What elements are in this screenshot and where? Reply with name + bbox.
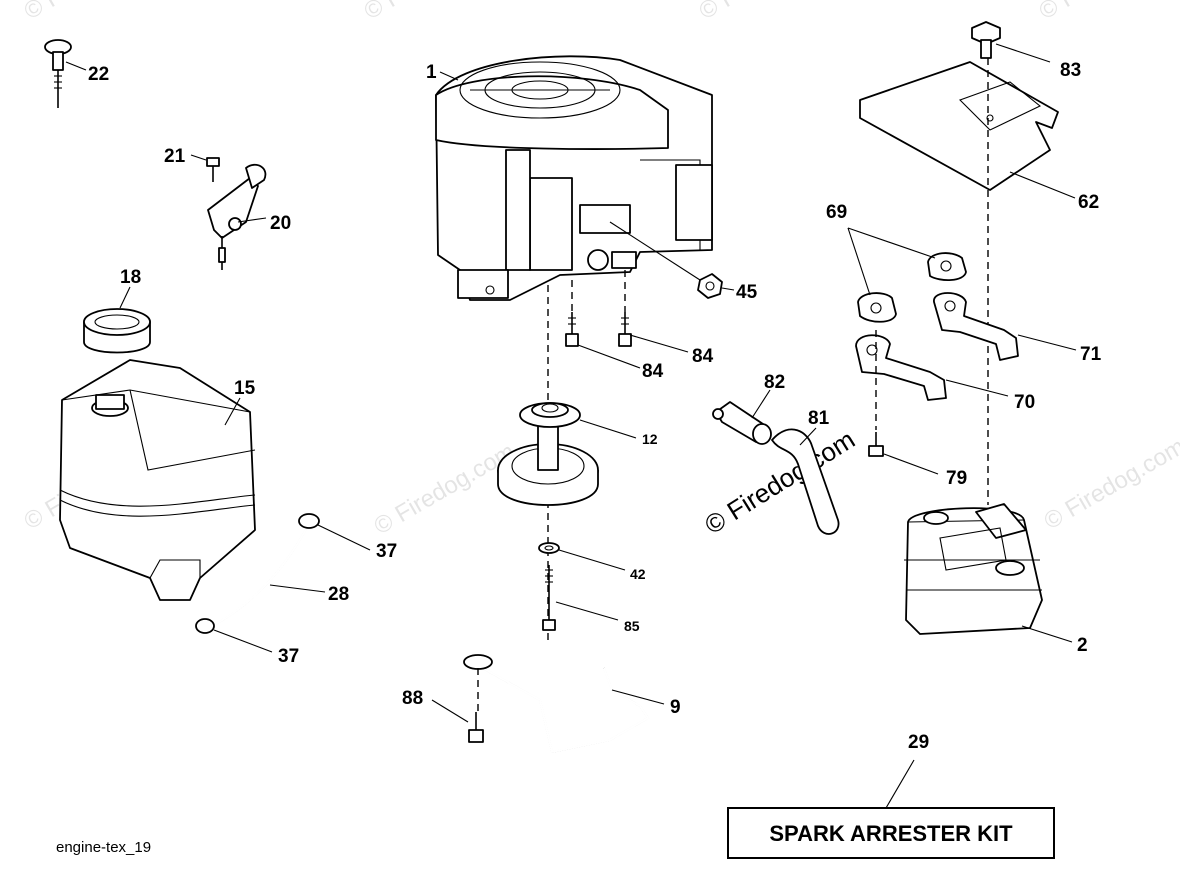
leader-line	[721, 287, 735, 291]
part-82-fitting[interactable]	[712, 401, 772, 445]
part-69-gasket-a[interactable]	[927, 252, 967, 281]
part-83-bolt[interactable]	[971, 21, 1001, 59]
watermark-text: © Firedog.com	[20, 0, 170, 25]
leader-line	[190, 154, 207, 161]
leader-line	[1021, 625, 1073, 643]
leader-line	[317, 524, 371, 551]
callout-18: 18	[120, 267, 141, 288]
part-81-hose[interactable]	[771, 428, 840, 535]
part-18-fuel-cap[interactable]	[83, 308, 151, 354]
leader-line	[945, 379, 1009, 397]
spark-arrester-kit-box	[727, 807, 1055, 859]
part-22-plug[interactable]	[44, 39, 72, 108]
leader-line	[577, 344, 641, 369]
leader-line	[439, 71, 459, 81]
callout-1: 1	[426, 62, 437, 83]
leader-line	[224, 397, 241, 426]
leader-line	[885, 759, 915, 809]
part-84-bolt-left[interactable]	[565, 312, 579, 347]
watermark-text: © Firedog.com	[360, 0, 510, 25]
watermark-text: © Firedog.com	[1035, 0, 1180, 25]
leader-line	[237, 217, 267, 223]
part-84-bolt-right[interactable]	[618, 312, 632, 347]
part-45-nut[interactable]	[697, 273, 723, 299]
callout-42: 42	[630, 566, 646, 582]
leader-line	[883, 453, 939, 475]
callout-37-upper: 37	[376, 541, 397, 562]
callout-45: 45	[736, 282, 758, 303]
callout-69: 69	[826, 202, 847, 223]
part-71-exhaust-pipe[interactable]	[933, 292, 1019, 361]
leader-line	[431, 699, 469, 723]
spark-arrester-kit-label: SPARK ARRESTER KIT	[769, 821, 1013, 846]
leader-line	[847, 227, 871, 296]
callout-labels: 22 21 20 18 15 37 28 37 1 45 84 84 12 42…	[88, 60, 1102, 753]
leader-line	[751, 389, 771, 419]
part-70-exhaust-pipe[interactable]	[855, 334, 947, 401]
part-1-engine[interactable]	[435, 55, 713, 301]
callout-29: 29	[908, 732, 929, 753]
callout-12: 12	[642, 431, 658, 447]
callout-83: 83	[1060, 60, 1081, 81]
callout-21: 21	[164, 146, 186, 167]
callout-85: 85	[624, 618, 640, 634]
leader-line	[995, 43, 1051, 63]
callout-79: 79	[946, 468, 967, 489]
watermark-text: © Firedog.com	[370, 438, 520, 540]
part-15-fuel-tank[interactable]	[59, 359, 256, 601]
part-9-bracket[interactable]	[463, 654, 650, 754]
leader-line	[799, 427, 817, 446]
part-20-throttle-control[interactable]	[207, 163, 267, 270]
callout-71: 71	[1080, 344, 1102, 365]
part-42-washer[interactable]	[538, 542, 560, 554]
part-79-bolt[interactable]	[868, 432, 884, 457]
part-2-muffler[interactable]	[904, 503, 1043, 635]
leader-line	[558, 549, 626, 571]
part-88-bolt[interactable]	[468, 712, 484, 743]
part-37-clamp-upper[interactable]	[298, 513, 320, 529]
callout-9: 9	[670, 697, 681, 718]
part-62-heat-shield[interactable]	[859, 61, 1059, 191]
part-12-pulley[interactable]	[497, 402, 599, 506]
leader-line	[269, 584, 326, 593]
leader-line	[1009, 171, 1076, 199]
leader-line	[555, 601, 619, 621]
callout-2: 2	[1077, 635, 1088, 656]
part-69-gasket-b[interactable]	[857, 292, 897, 323]
figure-id: engine-tex_19	[56, 839, 151, 856]
callout-81: 81	[808, 408, 830, 429]
callout-84-right: 84	[692, 346, 714, 367]
callout-62: 62	[1078, 192, 1099, 213]
part-85-long-bolt[interactable]	[542, 565, 556, 631]
callout-22: 22	[88, 64, 109, 85]
watermark-text: © Firedog.com	[1040, 433, 1180, 535]
callout-82: 82	[764, 372, 785, 393]
leader-line	[609, 221, 701, 281]
leader-line	[213, 629, 273, 653]
callout-84-left: 84	[642, 361, 664, 382]
watermark-text: © Firedog.com	[695, 0, 845, 25]
leader-line	[1017, 334, 1077, 351]
part-28-fuel-line[interactable]	[213, 521, 311, 626]
callout-88: 88	[402, 688, 423, 709]
part-21-bolt[interactable]	[206, 157, 220, 182]
leader-line	[119, 286, 131, 309]
part-37-clamp-lower[interactable]	[195, 618, 215, 634]
callout-28: 28	[328, 584, 349, 605]
leader-line	[847, 227, 936, 259]
callout-20: 20	[270, 213, 291, 234]
callout-70: 70	[1014, 392, 1035, 413]
leader-line	[611, 689, 665, 705]
leader-line	[65, 61, 87, 71]
leader-line	[629, 334, 689, 353]
leader-line	[579, 419, 637, 439]
callout-15: 15	[234, 378, 256, 399]
callout-37-lower: 37	[278, 646, 299, 667]
